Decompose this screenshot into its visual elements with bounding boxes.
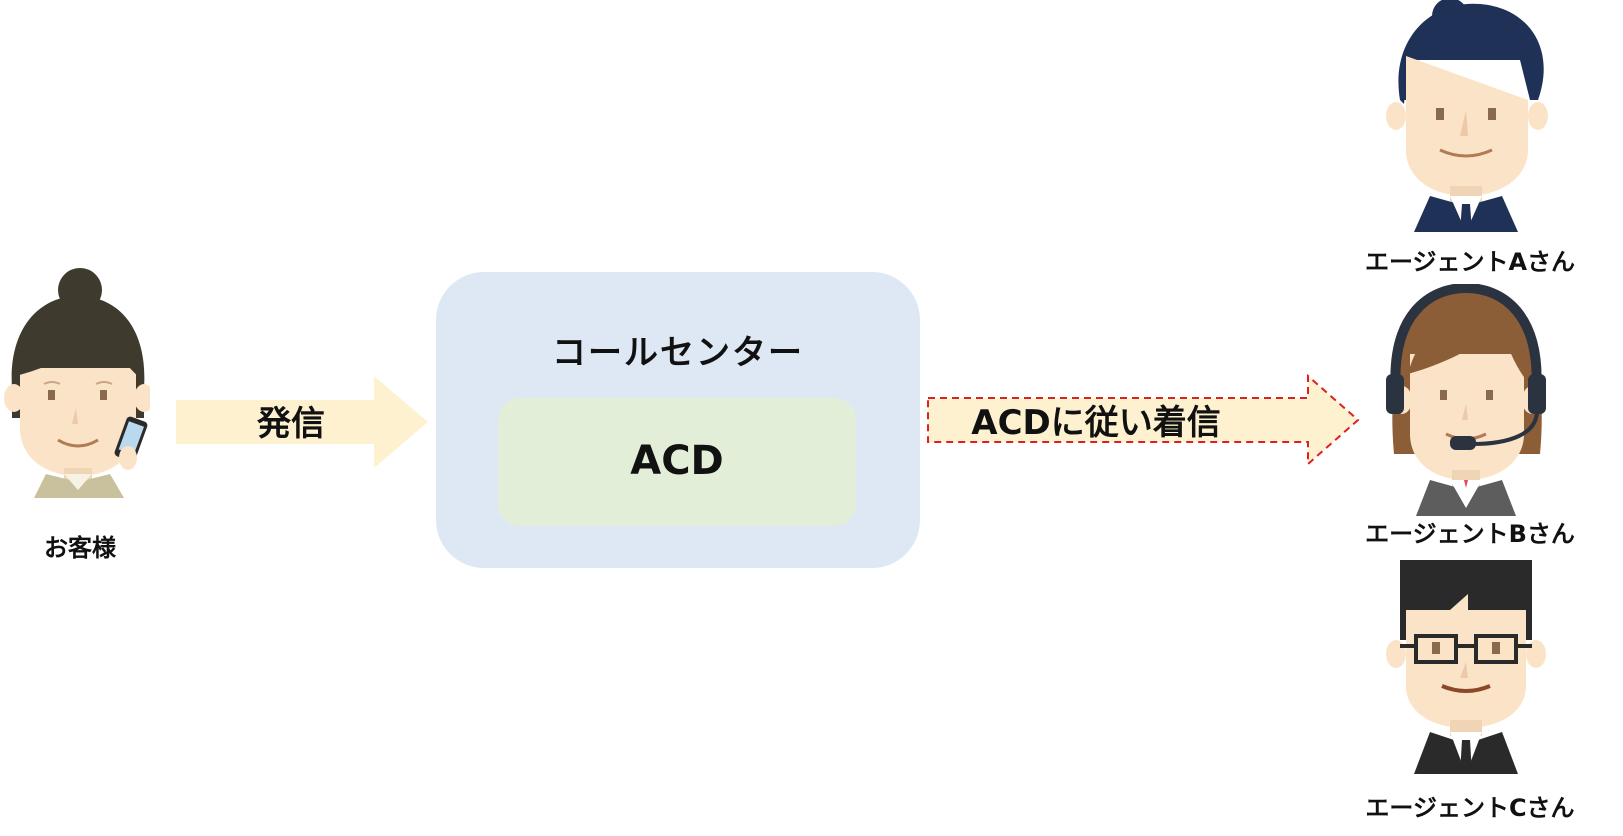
acd-label: ACD bbox=[630, 438, 724, 484]
call-center-title: コールセンター bbox=[552, 333, 804, 373]
agent-c-label: エージェントCさん bbox=[1365, 794, 1575, 822]
call-arrow-label: 発信 bbox=[257, 404, 325, 444]
route-arrow bbox=[927, 374, 1360, 466]
agent-c-icon bbox=[1386, 560, 1546, 774]
customer-icon bbox=[4, 268, 150, 498]
route-arrow-label: ACDに従い着信 bbox=[971, 403, 1221, 443]
customer-label: お客様 bbox=[44, 534, 116, 562]
acd-box bbox=[498, 398, 856, 526]
agent-a-icon bbox=[1386, 0, 1548, 232]
agent-a-label: エージェントAさん bbox=[1364, 248, 1576, 276]
agent-b-icon bbox=[1386, 284, 1546, 516]
call-arrow bbox=[176, 376, 428, 468]
agent-b-label: エージェントBさん bbox=[1365, 520, 1575, 548]
